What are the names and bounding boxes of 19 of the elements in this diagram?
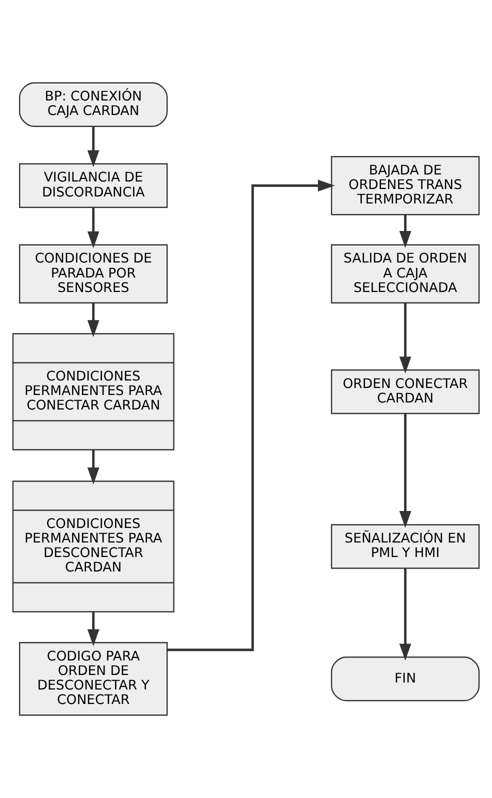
node-box: ORDEN CONECTAR CARDAN	[330, 369, 480, 414]
arrow	[87, 126, 100, 168]
arrow	[87, 303, 100, 338]
arrow	[87, 612, 100, 646]
arrow	[399, 303, 412, 374]
node-box: BAJADA DE ORDENES TRANS TERMPORIZAR	[330, 156, 480, 216]
node-box: SEÑALIZACIÓN EN PML Y HMI	[330, 524, 480, 569]
node-box: FIN	[330, 656, 480, 702]
node-box: BP: CONEXIÓN CAJA CARDAN	[19, 82, 168, 127]
node-box: CONDICIONES DE PARADA POR SENSORES	[19, 244, 168, 304]
arrow	[399, 215, 412, 248]
arrow	[167, 180, 335, 652]
arrow	[87, 450, 100, 484]
arrow	[87, 207, 100, 248]
node-box: VIGILANCIA DE DISCORDANCIA	[19, 163, 168, 208]
node-box: CODIGO PARA ORDEN DE DESCONECTAR Y CONECTAR	[19, 642, 168, 716]
node-box: SALIDA DE ORDEN A CAJA SELECCIONADA	[330, 244, 480, 304]
arrow	[399, 568, 412, 661]
arrow	[399, 414, 412, 528]
